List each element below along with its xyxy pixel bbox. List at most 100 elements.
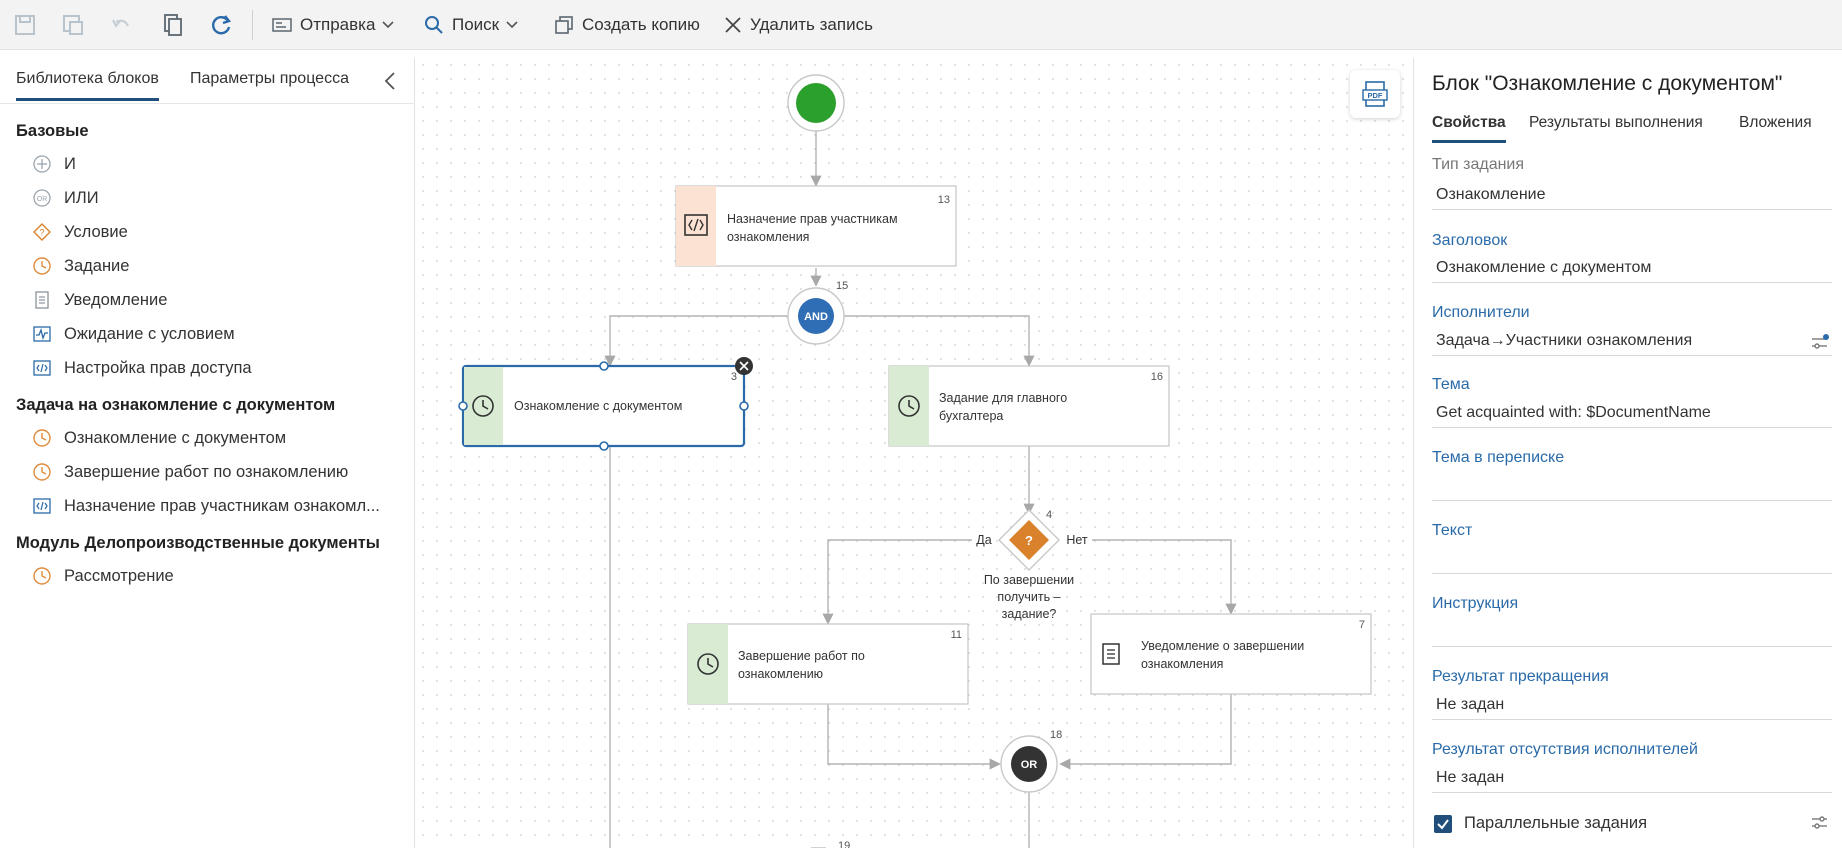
text-field[interactable] (1432, 573, 1832, 574)
no-performer-result-field[interactable]: Не задан (1432, 765, 1832, 793)
instruction-label: Инструкция (1432, 595, 1519, 612)
condition-icon: ? (33, 223, 51, 241)
library-item-completion[interactable]: Завершение работ по ознакомлению (32, 460, 348, 484)
node-label: Назначение прав участникам (727, 212, 898, 226)
node-number: 3 (731, 371, 737, 383)
node-number: 4 (1046, 509, 1052, 521)
save-close-icon[interactable] (60, 12, 86, 38)
node-number: 16 (1151, 371, 1163, 383)
block-library-panel: Библиотека блоков Параметры процесса Баз… (0, 58, 415, 848)
resize-handle[interactable] (599, 361, 609, 371)
resize-handle[interactable] (458, 401, 468, 411)
node-number: 11 (951, 629, 962, 641)
undo-icon[interactable] (108, 12, 134, 38)
subject-field[interactable]: Get acquainted with: $DocumentName (1432, 400, 1832, 428)
performers-field[interactable]: Задача→Участники ознакомления (1432, 328, 1832, 356)
tab-properties[interactable]: Свойства (1432, 114, 1506, 143)
library-item-acquaintance[interactable]: Ознакомление с документом (32, 426, 286, 450)
chevron-left-icon[interactable] (380, 70, 402, 92)
svg-text:PDF: PDF (1368, 91, 1383, 100)
library-item-notice[interactable]: Уведомление (32, 288, 167, 312)
create-copy-button[interactable]: Создать копию (554, 0, 700, 50)
performers-label: Исполнители (1432, 304, 1530, 321)
refresh-icon[interactable] (208, 12, 234, 38)
subject-mail-field[interactable] (1432, 500, 1832, 501)
library-item-review[interactable]: Рассмотрение (32, 564, 174, 588)
subject-label: Тема (1432, 376, 1470, 393)
library-item-assign-rights[interactable]: Назначение прав участникам ознакомл... (32, 494, 380, 518)
send-button[interactable]: Отправка (272, 0, 402, 50)
library-item-access-rights[interactable]: Настройка прав доступа (32, 356, 252, 380)
tab-block-library[interactable]: Библиотека блоков (16, 70, 159, 101)
node-label: Задание для главного (939, 391, 1067, 405)
chevron-down-icon (382, 21, 394, 29)
process-canvas[interactable]: 13 Назначение прав участникам ознакомлен… (416, 58, 1412, 848)
tab-attachments[interactable]: Вложения (1739, 114, 1812, 131)
tab-process-params[interactable]: Параметры процесса (190, 70, 349, 87)
stop-result-field[interactable]: Не задан (1432, 692, 1832, 720)
resize-handle[interactable] (739, 401, 749, 411)
group-title-acquaintance: Задача на ознакомление с документом (16, 396, 336, 414)
heading-field[interactable]: Ознакомление с документом (1432, 255, 1832, 283)
task-clock-icon (33, 567, 51, 585)
resize-handle[interactable] (599, 441, 609, 451)
library-item-or[interactable]: OR ИЛИ (32, 186, 99, 210)
properties-tabs: Свойства Результаты выполнения Вложения (1414, 110, 1842, 146)
or-icon: OR (33, 189, 51, 207)
save-icon[interactable] (12, 12, 38, 38)
start-event[interactable] (787, 74, 845, 132)
copy-doc-icon[interactable] (160, 12, 186, 38)
svg-text:OR: OR (37, 196, 48, 203)
library-item-label: Условие (64, 222, 128, 241)
library-item-task[interactable]: Задание (32, 254, 129, 278)
node-completion-task[interactable]: 11 Завершение работ по ознакомлению (687, 623, 969, 705)
task-type-field[interactable]: Ознакомление (1432, 182, 1832, 210)
export-pdf-button[interactable]: PDF (1350, 70, 1400, 118)
gateway-or[interactable]: OR 18 (1000, 729, 1062, 793)
library-item-label: Ожидание с условием (64, 324, 235, 343)
node-label: ознакомления (727, 230, 809, 244)
task-type-label: Тип задания (1432, 156, 1525, 173)
checkmark-icon (1437, 819, 1449, 830)
library-item-wait[interactable]: Ожидание с условием (32, 322, 235, 346)
heading-label: Заголовок (1432, 232, 1508, 249)
tab-results[interactable]: Результаты выполнения (1529, 114, 1703, 131)
subject-mail-label: Тема в переписке (1432, 449, 1565, 466)
svg-text:?: ? (39, 228, 44, 238)
library-item-and[interactable]: И (32, 152, 76, 176)
node-number: 13 (938, 194, 950, 206)
task-clock-icon (33, 463, 51, 481)
delete-node-icon[interactable] (735, 357, 753, 375)
parallel-tasks-checkbox[interactable] (1434, 815, 1452, 833)
svg-text:?: ? (1025, 533, 1033, 548)
search-label: Поиск (452, 15, 500, 34)
library-item-condition[interactable]: ? Условие (32, 220, 128, 244)
group-title-basic: Базовые (16, 122, 89, 140)
close-icon (725, 17, 741, 33)
node-notification[interactable]: 7 Уведомление о завершении ознакомления (1090, 613, 1372, 695)
node-acquaintance-selected[interactable]: 3 Ознакомление с документом (458, 357, 753, 451)
wait-icon (33, 326, 51, 342)
node-chief-accountant-task[interactable]: 16 Задание для главного бухгалтера (888, 365, 1170, 447)
process-diagram: 13 Назначение прав участникам ознакомлен… (458, 74, 1372, 848)
condition-gateway[interactable]: ? 4 Да Нет По завершении получить – зада… (972, 509, 1092, 621)
code-icon (684, 214, 708, 236)
node-assign-rights[interactable]: 13 Назначение прав участникам ознакомлен… (675, 185, 957, 267)
node-label: Уведомление о завершении (1141, 639, 1304, 653)
search-button[interactable]: Поиск (424, 0, 526, 50)
left-panel-tabs: Библиотека блоков Параметры процесса (0, 58, 415, 104)
node-number: 19 (838, 840, 850, 848)
settings-sliders-icon[interactable] (1810, 334, 1830, 352)
condition-text: задание? (1002, 607, 1057, 621)
gateway-and[interactable]: AND 15 (787, 280, 848, 345)
and-icon (33, 155, 51, 173)
clock-icon (898, 395, 920, 417)
node-number: 15 (836, 280, 848, 292)
instruction-field[interactable] (1432, 646, 1832, 647)
clock-icon (697, 653, 719, 675)
connectors (604, 114, 1237, 848)
node-number: 18 (1050, 729, 1062, 741)
settings-sliders-icon[interactable] (1810, 814, 1830, 832)
library-item-label: Ознакомление с документом (64, 428, 287, 447)
delete-record-button[interactable]: Удалить запись (724, 0, 873, 50)
